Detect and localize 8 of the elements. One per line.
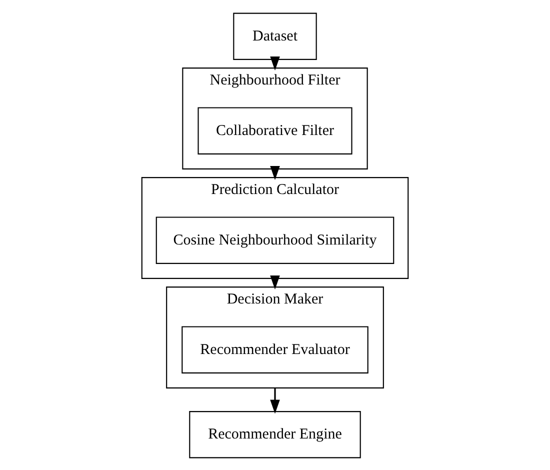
node-box: Cosine Neighbourhood Similarity	[156, 216, 394, 264]
node-box: Collaborative Filter	[198, 106, 352, 154]
arrow	[270, 56, 280, 70]
arrow	[270, 166, 280, 180]
node-box: Recommender Evaluator	[182, 326, 368, 373]
arrow	[270, 387, 280, 414]
node-box: Recommender Engine	[189, 410, 361, 458]
arrow	[270, 274, 280, 289]
